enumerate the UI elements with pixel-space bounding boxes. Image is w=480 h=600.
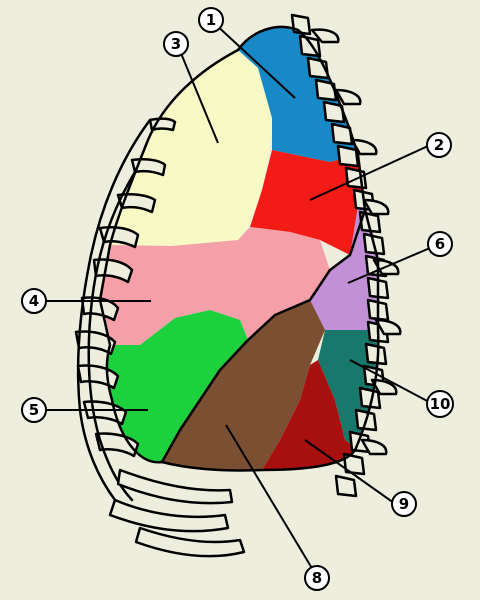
callout-2: 2 bbox=[426, 132, 452, 158]
svg-text:8: 8 bbox=[312, 569, 322, 587]
spine bbox=[290, 13, 402, 498]
segment-9 bbox=[262, 360, 356, 470]
callout-3: 3 bbox=[163, 31, 189, 57]
callout-4: 4 bbox=[21, 288, 47, 314]
segment-6 bbox=[300, 205, 378, 330]
svg-text:3: 3 bbox=[171, 35, 181, 53]
svg-text:2: 2 bbox=[434, 136, 444, 154]
lung-segments bbox=[100, 26, 379, 471]
callout-lines bbox=[45, 21, 438, 576]
segment-1 bbox=[238, 26, 358, 162]
callout-1: 1 bbox=[198, 7, 224, 33]
lung-outline bbox=[98, 25, 380, 472]
segment-5 bbox=[106, 310, 248, 463]
callout-5: 5 bbox=[21, 397, 47, 423]
callout-10: 10 bbox=[426, 390, 454, 418]
callout-6: 6 bbox=[427, 231, 453, 257]
segment-2 bbox=[250, 150, 365, 255]
callouts: 1 2 3 4 6 5 8 9 bbox=[21, 7, 454, 591]
segment-8 bbox=[162, 300, 325, 471]
callout-8: 8 bbox=[304, 565, 330, 591]
svg-text:5: 5 bbox=[29, 401, 39, 419]
callout-9: 9 bbox=[391, 491, 417, 517]
svg-text:9: 9 bbox=[399, 495, 409, 513]
svg-text:4: 4 bbox=[29, 292, 39, 310]
segment-4 bbox=[100, 227, 330, 345]
svg-text:1: 1 bbox=[206, 11, 216, 29]
svg-text:10: 10 bbox=[430, 395, 451, 413]
svg-text:6: 6 bbox=[435, 235, 445, 253]
